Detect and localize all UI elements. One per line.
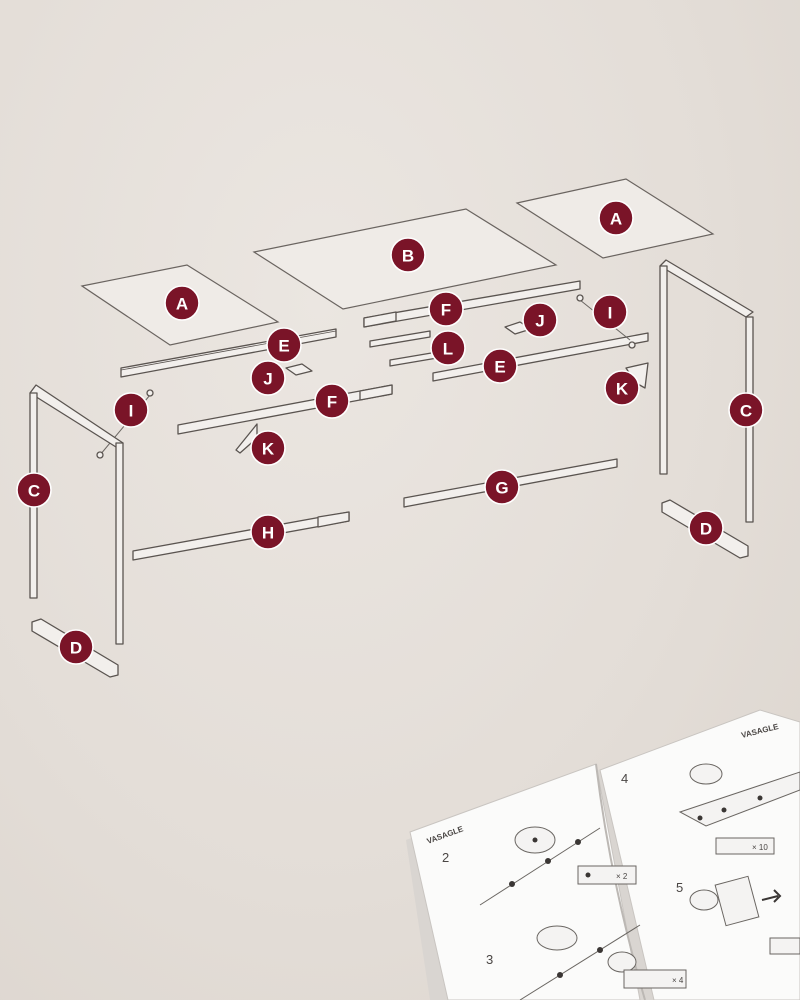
part-label-e2: E	[482, 348, 518, 384]
svg-text:K: K	[616, 380, 629, 399]
svg-text:F: F	[441, 301, 451, 320]
svg-text:D: D	[70, 639, 82, 658]
beam-f-right	[363, 280, 581, 328]
part-label-g: G	[484, 469, 520, 505]
plate-j-left	[285, 363, 313, 376]
part-label-d2: D	[688, 510, 724, 546]
part-label-a2: A	[598, 200, 634, 236]
svg-text:I: I	[129, 402, 134, 421]
beam-f-left	[177, 384, 393, 435]
manual-step-2: 2	[442, 850, 449, 865]
svg-text:J: J	[263, 370, 272, 389]
part-label-a1: A	[164, 285, 200, 321]
svg-text:J: J	[535, 312, 544, 331]
part-label-d1: D	[58, 629, 94, 665]
part-label-e1: E	[266, 327, 302, 363]
svg-text:C: C	[740, 402, 752, 421]
part-label-f1: F	[428, 291, 464, 327]
part-label-i2: I	[592, 294, 628, 330]
part-badges: A A B C C D D E E F F G H I I J J K K L	[16, 200, 764, 665]
part-label-k2: K	[604, 370, 640, 406]
part-label-h: H	[250, 514, 286, 550]
part-label-k1: K	[250, 430, 286, 466]
manual-step-4: 4	[621, 771, 628, 786]
svg-text:A: A	[610, 210, 622, 229]
beam-h	[132, 511, 350, 561]
frame-c-left	[29, 384, 124, 645]
svg-text:B: B	[402, 247, 414, 266]
manual-step-5-illustration	[689, 875, 800, 955]
part-label-c2: C	[728, 392, 764, 428]
part-label-l: L	[430, 330, 466, 366]
svg-text:L: L	[443, 340, 453, 359]
svg-text:I: I	[608, 304, 613, 323]
manual-step-4-illustration	[678, 763, 800, 855]
part-label-j1: J	[250, 360, 286, 396]
frame-c-right	[659, 259, 754, 523]
part-label-f2: F	[314, 383, 350, 419]
beam-l	[369, 330, 431, 348]
svg-text:A: A	[176, 295, 188, 314]
instruction-manual: VASAGLE 2 3 × 2 × 4 VASAGLE 4 5	[406, 709, 800, 1000]
manual-step-5: 5	[676, 880, 683, 895]
svg-text:G: G	[495, 479, 508, 498]
svg-text:E: E	[494, 358, 505, 377]
manual-qty-2: × 2	[616, 872, 628, 881]
part-label-c1: C	[16, 472, 52, 508]
part-label-b: B	[390, 237, 426, 273]
svg-text:K: K	[262, 440, 275, 459]
part-label-i1: I	[113, 392, 149, 428]
manual-left-page	[409, 763, 641, 1000]
svg-text:D: D	[700, 520, 712, 539]
svg-text:H: H	[262, 524, 274, 543]
manual-step-2-illustration	[479, 826, 637, 906]
svg-text:C: C	[28, 482, 40, 501]
manual-step-3: 3	[486, 952, 493, 967]
manual-qty-4: × 4	[672, 976, 684, 985]
manual-step-3-illustration	[519, 924, 687, 1000]
part-label-j2: J	[522, 302, 558, 338]
manual-qty-10: × 10	[752, 843, 768, 852]
svg-text:E: E	[278, 337, 289, 356]
manual-right-page	[599, 709, 800, 1000]
svg-text:F: F	[327, 393, 337, 412]
